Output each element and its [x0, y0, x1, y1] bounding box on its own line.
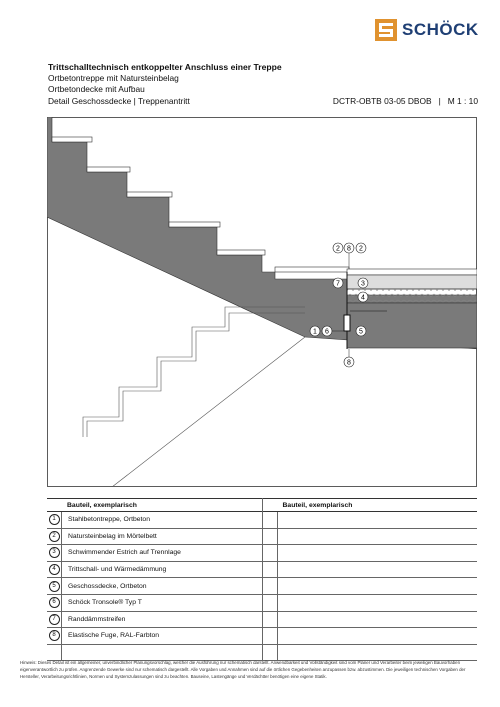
drawing-code: DCTR-OBTB 03-05 DBOB	[332, 95, 432, 106]
legend-row-empty	[262, 545, 477, 562]
legend-number	[263, 528, 278, 545]
callout-2a: 2	[332, 242, 344, 254]
subtitle-line-2: Ortbetondecke mit Aufbau	[48, 84, 145, 95]
legend-label: Trittschall- und Wärmedämmung	[68, 566, 167, 574]
legend-row: 3 Schwimmender Estrich auf Trennlage	[47, 545, 262, 562]
legend-row-empty	[262, 561, 477, 579]
page-title: Trittschalltechnisch entkoppelter Anschl…	[48, 62, 282, 72]
legend-row-empty	[262, 528, 477, 546]
legend-table: Bauteil, exemplarisch 1 Stahlbetontreppe,…	[47, 498, 477, 662]
drawing-code-scale: DCTR-OBTB 03-05 DBOB | M 1 : 10	[332, 95, 478, 106]
legend-label: Natursteinbelag im Mörtelbett	[68, 532, 157, 540]
legend-row-empty	[262, 611, 477, 629]
disclaimer-note: Hinweis: Dieses Detail ist ein allgemein…	[20, 660, 466, 679]
legend-number: 4	[47, 561, 62, 578]
legend-row-empty	[262, 628, 477, 645]
svg-text:4: 4	[361, 295, 365, 302]
schoeck-logo-icon	[375, 19, 397, 41]
callout-7: 7	[332, 277, 344, 289]
legend-label: Schwimmender Estrich auf Trennlage	[68, 549, 181, 557]
svg-text:6: 6	[325, 329, 329, 336]
svg-text:3: 3	[361, 281, 365, 288]
legend-number	[263, 594, 278, 611]
legend-number: 8	[47, 628, 62, 644]
legend-number-badge: 1	[48, 514, 60, 526]
svg-text:1: 1	[313, 329, 317, 336]
legend-row: 5 Geschossdecke, Ortbeton	[47, 578, 262, 595]
lower-stair-outline	[82, 306, 306, 487]
legend-row: 6 Schöck Tronsole® Typ T	[47, 594, 262, 612]
legend-number-badge: 2	[48, 530, 60, 542]
legend-number-badge: 7	[48, 613, 60, 625]
legend-row-empty	[262, 578, 477, 595]
svg-text:5: 5	[359, 329, 363, 336]
legend-number: 6	[47, 594, 62, 611]
callout-8-bottom: 8	[343, 356, 355, 368]
svg-text:2: 2	[359, 246, 363, 253]
legend-number-badge: 8	[48, 630, 60, 642]
floor-buildup	[346, 268, 477, 349]
legend-row	[47, 644, 262, 662]
legend-number: 7	[47, 611, 62, 628]
stone-steps	[51, 136, 350, 273]
svg-text:7: 7	[336, 281, 340, 288]
callout-1: 1	[309, 325, 321, 337]
svg-text:2: 2	[336, 246, 340, 253]
legend-row-empty	[262, 512, 477, 529]
legend-number-badge: 6	[48, 597, 60, 609]
legend-label: Geschossdecke, Ortbeton	[68, 582, 147, 590]
callout-4: 4	[357, 291, 369, 303]
section-drawing: 2 8 2 7 3 4 1 6	[47, 117, 477, 487]
callout-5: 5	[355, 325, 367, 337]
callout-8-top: 8	[343, 242, 355, 254]
legend-row: 1 Stahlbetontreppe, Ortbeton	[47, 512, 262, 529]
legend-number: 2	[47, 528, 62, 545]
legend-label: Schöck Tronsole® Typ T	[68, 599, 142, 607]
brand-logo: SCHÖCK	[375, 18, 479, 42]
drawing-scale: M 1 : 10	[447, 95, 478, 106]
legend-row: 4 Trittschall- und Wärmedämmung	[47, 561, 262, 579]
subtitle-line-1: Ortbetontreppe mit Natursteinbelag	[48, 73, 179, 84]
brand-name: SCHÖCK	[402, 20, 479, 39]
legend-label: Stahlbetontreppe, Ortbeton	[68, 516, 150, 524]
legend-row-empty	[262, 594, 477, 612]
subtitle-line-3: Detail Geschossdecke | Treppenantritt	[48, 95, 190, 106]
legend-header-right: Bauteil, exemplarisch	[262, 498, 477, 512]
legend-number: 1	[47, 512, 62, 528]
callouts: 2 8 2 7 3 4 1 6	[309, 242, 369, 368]
legend-number: 5	[47, 578, 62, 594]
legend-column-right: Bauteil, exemplarisch	[262, 498, 477, 662]
svg-text:8: 8	[347, 360, 351, 367]
legend-number	[263, 644, 278, 661]
legend-number	[263, 611, 278, 628]
callout-3: 3	[357, 277, 369, 289]
legend-label: Randdämmstreifen	[68, 615, 126, 623]
legend-row: 8 Elastische Fuge, RAL-Farbton	[47, 628, 262, 645]
legend-number	[263, 628, 278, 644]
legend-row-empty	[262, 644, 477, 662]
callout-6: 6	[321, 325, 333, 337]
legend-number: 3	[47, 545, 62, 561]
title-block: Trittschalltechnisch entkoppelter Anschl…	[48, 62, 478, 107]
callout-2b: 2	[355, 242, 367, 254]
legend-header-left: Bauteil, exemplarisch	[47, 498, 262, 512]
legend-number-badge: 3	[48, 547, 60, 559]
legend-column-left: Bauteil, exemplarisch 1 Stahlbetontreppe,…	[47, 498, 263, 662]
tronsole-detail	[343, 272, 387, 349]
legend-number	[47, 644, 62, 661]
legend-row: 2 Natursteinbelag im Mörtelbett	[47, 528, 262, 546]
svg-text:8: 8	[347, 246, 351, 253]
legend-number-badge: 4	[48, 564, 60, 576]
legend-number	[263, 561, 278, 578]
legend-number	[263, 578, 278, 594]
legend-number	[263, 545, 278, 561]
legend-label: Elastische Fuge, RAL-Farbton	[68, 632, 160, 640]
subtitle-row-3: Detail Geschossdecke | Treppenantritt DC…	[48, 96, 478, 107]
legend-row: 7 Randdämmstreifen	[47, 611, 262, 629]
legend-number	[263, 512, 278, 528]
legend-number-badge: 5	[48, 580, 60, 592]
